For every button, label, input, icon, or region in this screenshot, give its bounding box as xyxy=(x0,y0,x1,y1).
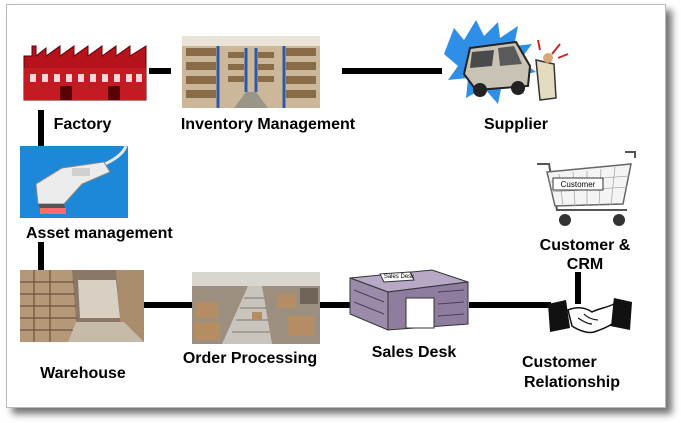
handshake-icon xyxy=(548,298,632,334)
inventory-label: Inventory Management xyxy=(180,116,356,133)
factory-label: Factory xyxy=(53,116,112,133)
customer-crm-label-line2: CRM xyxy=(566,256,604,273)
factory-icon xyxy=(23,45,147,101)
desk-sign: Sales Desk xyxy=(383,274,415,280)
connector-warehouse-order xyxy=(144,302,192,308)
connector-crm-relationship xyxy=(575,272,581,304)
inventory-warehouse-photo xyxy=(182,36,320,108)
connector-factory-inventory xyxy=(149,68,171,74)
connector-inventory-supplier xyxy=(342,68,442,74)
barcode-scanner-icon xyxy=(20,146,128,218)
asset-management-label: Asset management xyxy=(26,225,173,242)
order-processing-label: Order Processing xyxy=(182,350,318,367)
customer-crm-label-line1: Customer & xyxy=(539,237,631,254)
order-processing-photo xyxy=(192,272,320,344)
warehouse-label: Warehouse xyxy=(40,365,126,382)
connector-salesdesk-relationship xyxy=(469,302,551,308)
connector-asset-warehouse xyxy=(38,242,44,272)
sales-desk-label: Sales Desk xyxy=(371,344,457,361)
supplier-label: Supplier xyxy=(483,116,548,133)
customer-relationship-label-line1: Customer xyxy=(522,354,597,371)
sales-desk-icon xyxy=(349,269,469,331)
shopping-cart-icon xyxy=(537,151,636,226)
cart-customer-sign: Customer xyxy=(560,180,596,189)
connector-order-salesdesk xyxy=(318,302,350,308)
warehouse-photo xyxy=(20,270,144,342)
supplier-truck-icon xyxy=(444,20,569,104)
connector-factory-asset xyxy=(38,110,44,146)
customer-relationship-label-line2: Relationship xyxy=(524,374,621,391)
